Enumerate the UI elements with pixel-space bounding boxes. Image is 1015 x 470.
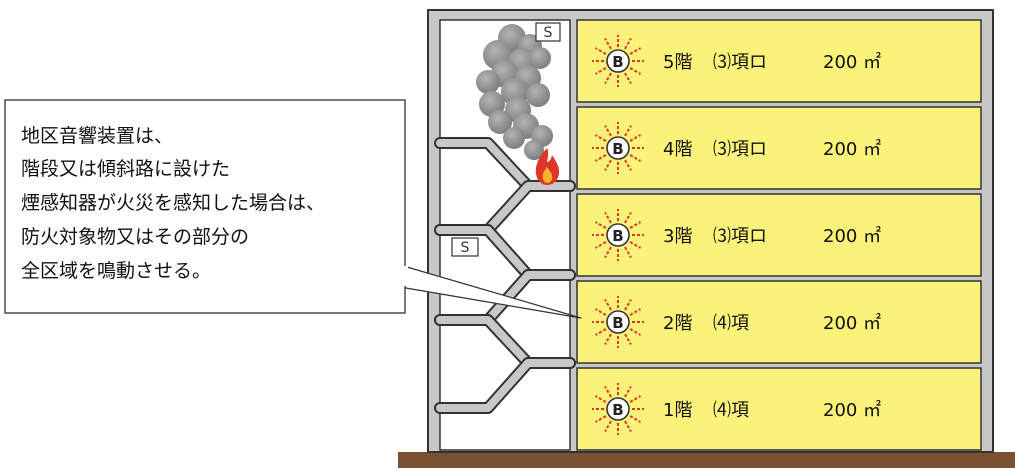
floor-2-name: 2階	[663, 313, 692, 334]
floor-2-use: ⑷項	[713, 313, 749, 334]
alarm-sound-ray	[624, 298, 632, 311]
alarm-bell-icon: B	[592, 209, 644, 261]
alarm-sound-ray	[594, 415, 607, 423]
alarm-sound-ray	[624, 385, 632, 398]
alarm-sound-ray	[594, 308, 607, 316]
alarm-sound-ray	[624, 420, 632, 433]
floor-3-area: 200 ㎡	[823, 225, 881, 247]
alarm-sound-ray	[624, 37, 632, 50]
callout-line-5: 全区域を鳴動させる。	[21, 260, 211, 282]
alarm-sound-ray	[629, 395, 642, 403]
alarm-sound-ray	[604, 72, 612, 85]
floor-1-use: ⑷項	[713, 400, 749, 421]
alarm-sound-ray	[629, 241, 642, 249]
alarm-sound-ray	[624, 333, 632, 346]
alarm-sound-ray	[604, 37, 612, 50]
alarm-bell-label: B	[612, 140, 623, 158]
alarm-sound-ray	[629, 134, 642, 142]
floor-3-name: 3階	[663, 226, 692, 247]
smoke-cloud	[476, 24, 553, 160]
floor-1-name: 1階	[663, 400, 692, 421]
alarm-bell-icon: B	[592, 383, 644, 435]
fire-icon	[535, 148, 560, 185]
floor-5-use: ⑶項ロ	[713, 52, 767, 73]
alarm-sound-ray	[629, 221, 642, 229]
floor-room-4	[576, 106, 982, 190]
alarm-sound-ray	[629, 67, 642, 75]
floor-5: B 5階 ⑶項ロ 200 ㎡	[576, 19, 982, 103]
callout-line-3: 煙感知器が火災を感知した場合は、	[21, 192, 325, 214]
alarm-sound-ray	[604, 159, 612, 172]
floor-room-5	[576, 19, 982, 103]
alarm-sound-ray	[604, 333, 612, 346]
alarm-sound-ray	[594, 221, 607, 229]
alarm-sound-ray	[624, 211, 632, 224]
alarm-bell-circle	[606, 136, 630, 160]
floor-room-2	[576, 280, 982, 364]
alarm-sound-ray	[594, 241, 607, 249]
alarm-sound-ray	[594, 395, 607, 403]
alarm-bell-icon: B	[592, 296, 644, 348]
stair-flights	[434, 137, 576, 414]
smoke-detector-middle-label: S	[461, 240, 470, 256]
floor-5-name: 5階	[663, 52, 692, 73]
floor-room-3	[576, 193, 982, 277]
alarm-sound-ray	[629, 154, 642, 162]
alarm-sound-ray	[604, 246, 612, 259]
alarm-bell-label: B	[612, 401, 623, 419]
callout-line-2: 階段又は傾斜路に設けた	[21, 158, 230, 180]
alarm-bell-circle	[606, 223, 630, 247]
floor-3-use: ⑶項ロ	[713, 226, 767, 247]
callout-line-1: 地区音響装置は、	[21, 125, 173, 147]
callout-joint	[398, 266, 408, 286]
alarm-sound-ray	[604, 211, 612, 224]
floor-1-area: 200 ㎡	[823, 399, 881, 421]
alarm-sound-ray	[629, 328, 642, 336]
floor-4-area: 200 ㎡	[823, 138, 881, 160]
floor-2: B 2階 ⑷項 200 ㎡	[576, 280, 982, 364]
alarm-sound-ray	[629, 47, 642, 55]
floor-room-1	[576, 367, 982, 451]
callout-box	[4, 99, 406, 314]
alarm-sound-ray	[629, 415, 642, 423]
floor-rooms: B 5階 ⑶項ロ 200 ㎡ B 4階 ⑶項ロ 200 ㎡ B 3階 ⑶項ロ 200 ㎡ B 2階 ⑷項 20…	[576, 19, 982, 451]
floor-5-area: 200 ㎡	[823, 51, 881, 73]
floor-1: B 1階 ⑷項 200 ㎡	[576, 367, 982, 451]
alarm-sound-ray	[624, 246, 632, 259]
alarm-sound-ray	[624, 72, 632, 85]
alarm-sound-ray	[624, 159, 632, 172]
alarm-sound-ray	[594, 328, 607, 336]
smoke-detector-top: S	[535, 22, 561, 42]
alarm-bell-circle	[606, 49, 630, 73]
floor-3: B 3階 ⑶項ロ 200 ㎡	[576, 193, 982, 277]
alarm-sound-ray	[594, 67, 607, 75]
smoke-detector-middle: S	[451, 237, 479, 257]
ground	[398, 452, 1015, 468]
callout-line-4: 防火対象物又はその部分の	[21, 226, 249, 248]
alarm-sound-ray	[624, 124, 632, 137]
alarm-sound-ray	[594, 154, 607, 162]
alarm-sound-ray	[604, 420, 612, 433]
floor-4: B 4階 ⑶項ロ 200 ㎡	[576, 106, 982, 190]
floor-2-area: 200 ㎡	[823, 312, 881, 334]
alarm-sound-ray	[604, 124, 612, 137]
floor-4-name: 4階	[663, 139, 692, 160]
alarm-bell-label: B	[612, 314, 623, 332]
alarm-sound-ray	[594, 47, 607, 55]
alarm-sound-ray	[604, 385, 612, 398]
alarm-sound-ray	[594, 134, 607, 142]
alarm-bell-circle	[606, 310, 630, 334]
alarm-sound-ray	[629, 308, 642, 316]
alarm-bell-icon: B	[592, 35, 644, 87]
alarm-bell-label: B	[612, 53, 623, 71]
alarm-bell-icon: B	[592, 122, 644, 174]
alarm-bell-label: B	[612, 227, 623, 245]
smoke-detector-top-label: S	[544, 25, 553, 41]
alarm-sound-ray	[604, 298, 612, 311]
floor-4-use: ⑶項ロ	[713, 139, 767, 160]
alarm-bell-circle	[606, 397, 630, 421]
callout: 地区音響装置は、 階段又は傾斜路に設けた 煙感知器が火災を感知した場合は、 防火…	[4, 99, 582, 319]
